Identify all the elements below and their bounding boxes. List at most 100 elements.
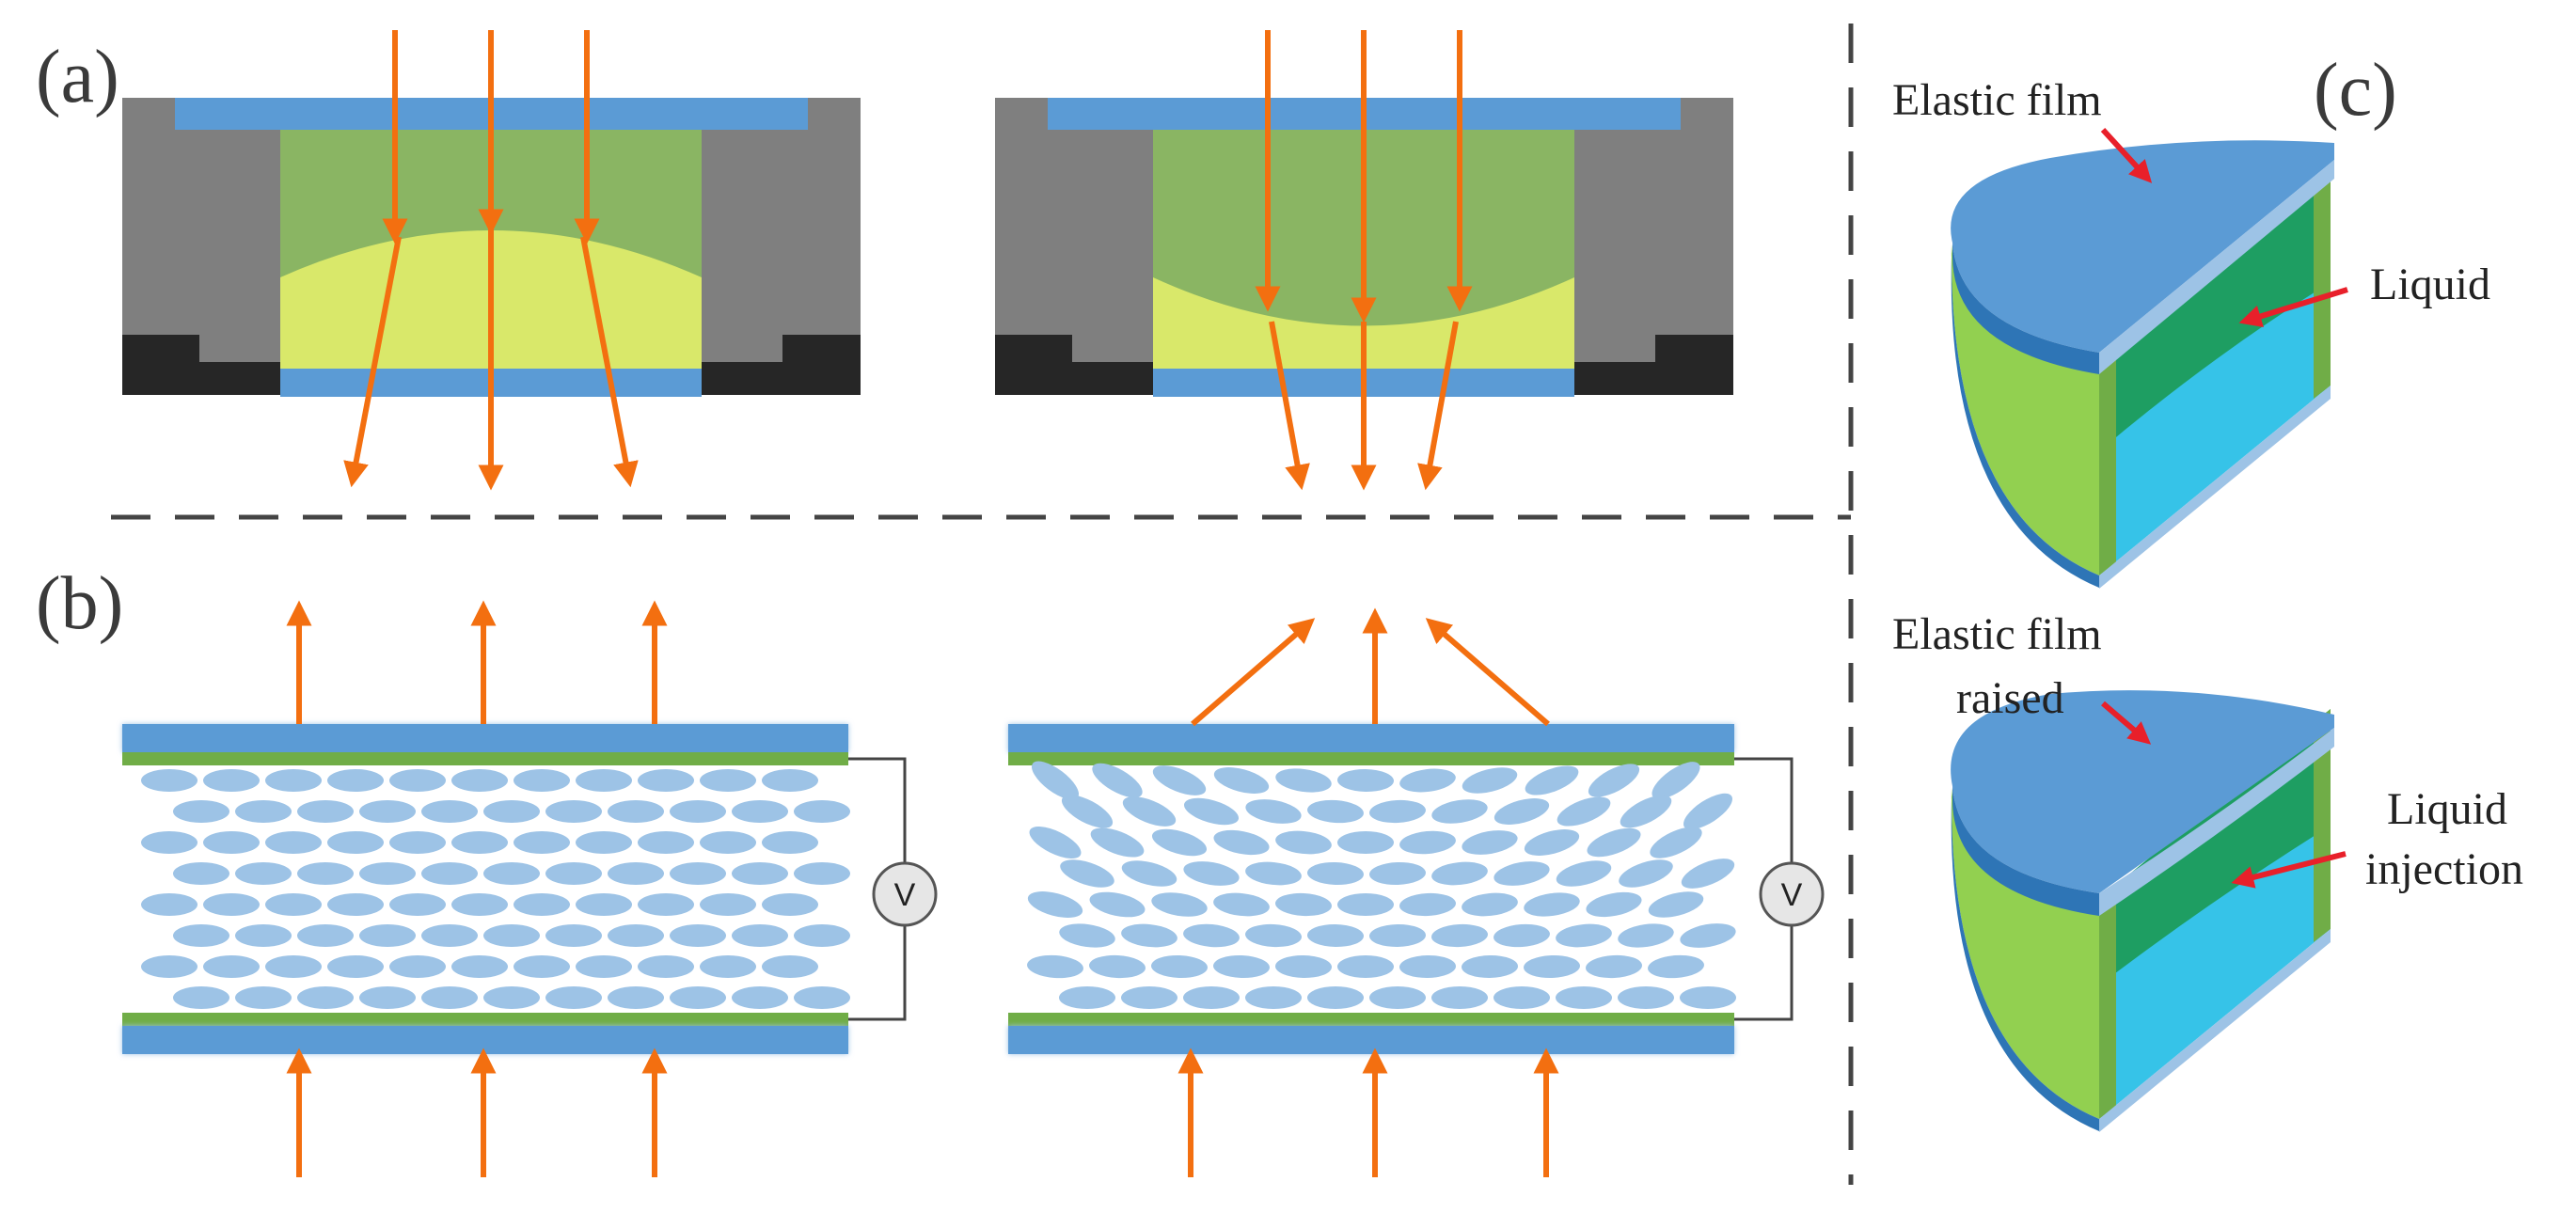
lc-molecule: [545, 986, 602, 1009]
lc-molecule: [545, 800, 602, 823]
elastic-film-label: Elastic film: [1892, 609, 2102, 659]
lc-molecule: [608, 924, 664, 947]
lc-molecule: [203, 769, 260, 792]
lc-molecule: [451, 831, 508, 854]
lc-molecule: [1245, 861, 1302, 886]
lc-molecule: [451, 893, 508, 916]
lc-molecule: [1275, 768, 1332, 793]
lc-molecule: [1121, 986, 1177, 1009]
lc-molecule: [1493, 798, 1550, 825]
lc-molecule: [1090, 827, 1145, 858]
lc-molecule: [514, 893, 570, 916]
lc-molecule: [1089, 891, 1146, 918]
lc-molecule: [1619, 859, 1673, 888]
elastic-lens-raised: [1951, 690, 2334, 1132]
lc-molecule: [576, 955, 632, 978]
lc-molecule: [1618, 986, 1674, 1009]
lc-molecule: [514, 831, 570, 854]
lc-molecule: [1556, 923, 1612, 948]
elastic-lens-flat: [1951, 140, 2334, 589]
lc-molecule: [1027, 954, 1083, 979]
lc-molecule: [1059, 986, 1115, 1009]
lc-molecules: [141, 769, 850, 1009]
panel-label-b: (b): [36, 562, 123, 645]
liquid-label: Liquid: [2370, 260, 2490, 309]
lc-molecule: [762, 893, 818, 916]
lc-molecule: [297, 924, 354, 947]
lc-molecule: [1648, 891, 1704, 918]
lc-molecule: [1059, 923, 1115, 948]
lc-molecule: [141, 831, 198, 854]
lc-molecule: [265, 769, 322, 792]
lc-molecule: [327, 893, 384, 916]
lc-molecule: [1121, 860, 1177, 887]
lc-molecule: [638, 893, 694, 916]
lc-molecule: [608, 986, 664, 1009]
lc-molecule: [389, 955, 446, 978]
lc-molecule: [451, 955, 508, 978]
elastic-film-raised: [1951, 690, 2334, 893]
lc-molecule: [1399, 830, 1456, 855]
lc-molecule: [1245, 799, 1302, 824]
substrate-bottom: [122, 1026, 848, 1054]
lc-molecule: [1275, 892, 1332, 917]
lc-molecule: [794, 862, 850, 885]
panel-label-a: (a): [36, 36, 119, 118]
lc-molecule: [1337, 831, 1394, 854]
lc-molecule: [1524, 829, 1580, 856]
lc-molecule: [1183, 861, 1240, 886]
liquid-injection-label: Liquid: [2387, 784, 2507, 834]
lc-molecule: [732, 862, 788, 885]
lc-molecule: [1651, 762, 1700, 799]
electrode-top: [122, 752, 848, 765]
parallel-rays: [286, 600, 668, 1177]
lc-molecule: [173, 924, 229, 947]
lc-molecule: [1307, 799, 1364, 824]
lc-molecule: [1307, 861, 1364, 886]
liquid-injection-label-2: injection: [2365, 844, 2523, 894]
lc-molecule: [794, 986, 850, 1009]
lc-molecule: [389, 769, 446, 792]
lc-molecule: [389, 831, 446, 854]
lc-molecule: [1122, 796, 1177, 827]
lc-molecule: [483, 986, 540, 1009]
lc-molecule: [670, 800, 726, 823]
lc-molecule: [1557, 796, 1611, 827]
lc-cell-gradient: V: [1008, 607, 1825, 1177]
lc-molecule: [141, 893, 198, 916]
elastic-film-pointer: [2101, 701, 2152, 745]
elastic-film-edge: [2099, 728, 2334, 916]
lc-molecule: [1680, 923, 1736, 948]
lc-molecule: [1183, 797, 1240, 826]
lc-molecule: [1524, 954, 1580, 979]
lc-molecule: [327, 955, 384, 978]
lc-molecule: [670, 986, 726, 1009]
elastic-film-label: Elastic film: [1892, 75, 2102, 125]
lc-molecule: [638, 769, 694, 792]
lc-molecule: [1213, 954, 1270, 979]
lc-molecule: [483, 924, 540, 947]
lc-molecule: [297, 800, 354, 823]
lc-cell-uniform: V: [122, 600, 938, 1177]
lc-molecule: [235, 862, 292, 885]
lc-molecule: [359, 862, 416, 885]
lc-molecule: [359, 986, 416, 1009]
lc-molecule: [1369, 799, 1426, 824]
lens-bottom-film: [2099, 386, 2331, 589]
lc-molecule: [1275, 954, 1332, 979]
lc-molecule: [1431, 923, 1488, 948]
lc-molecule: [514, 769, 570, 792]
lc-molecule: [483, 862, 540, 885]
lc-molecule: [1245, 986, 1302, 1009]
lc-molecule: [265, 831, 322, 854]
lc-molecule: [732, 986, 788, 1009]
lc-molecule: [1586, 891, 1642, 918]
lc-molecule: [1089, 954, 1146, 979]
lc-molecule: [1152, 765, 1207, 796]
lc-molecule: [1524, 892, 1580, 917]
lc-molecule: [1462, 830, 1518, 855]
lc-molecule: [1493, 986, 1550, 1009]
lc-molecule: [297, 862, 354, 885]
lc-molecule: [1493, 861, 1550, 886]
lc-molecule: [1399, 768, 1456, 793]
